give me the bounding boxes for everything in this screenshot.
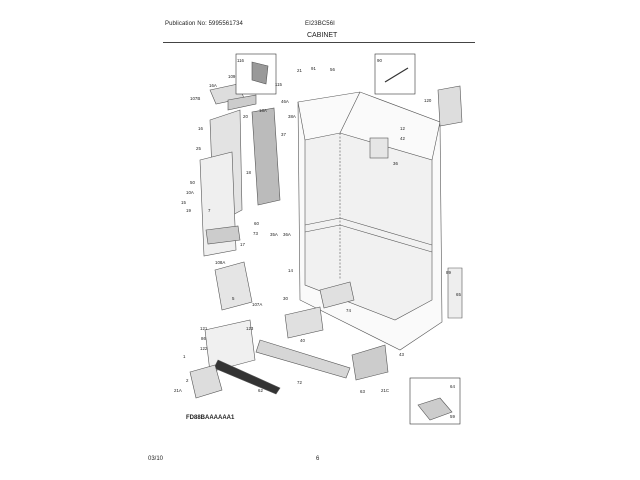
callout-36A: 36A	[283, 232, 291, 237]
section-title: CABINET	[307, 32, 338, 39]
callout-18A: 18A	[259, 108, 267, 113]
callout-46A: 46A	[281, 99, 289, 104]
side-panel	[447, 267, 463, 319]
callout-56: 56	[330, 67, 335, 72]
callout-12: 12	[400, 126, 405, 131]
callout-60: 60	[254, 221, 259, 226]
callout-38A: 38A	[288, 114, 296, 119]
callout-1: 1	[183, 354, 186, 359]
callout-59: 59	[450, 414, 455, 419]
callout-2: 2	[186, 378, 189, 383]
lower-housing	[214, 261, 253, 311]
front-grille	[204, 319, 256, 373]
callout-7: 7	[208, 208, 211, 213]
callout-21A: 21A	[174, 388, 182, 393]
callout-65: 65	[456, 292, 461, 297]
callout-43: 43	[399, 352, 404, 357]
callout-72: 72	[297, 380, 302, 385]
inset-detail-90	[374, 53, 416, 95]
callout-89: 89	[446, 270, 451, 275]
callout-74: 74	[346, 308, 351, 313]
callout-108A: 108A	[215, 260, 225, 265]
callout-120: 120	[424, 98, 432, 103]
callout-123: 123	[246, 326, 254, 331]
callout-121: 121	[200, 326, 208, 331]
callout-18: 18	[246, 170, 251, 175]
callout-36: 36	[393, 161, 398, 166]
callout-109: 109	[228, 74, 236, 79]
callout-107A: 107A	[252, 302, 262, 307]
callout-63: 63	[360, 389, 365, 394]
callout-16: 16	[198, 126, 203, 131]
callout-25: 25	[196, 146, 201, 151]
callout-35A: 35A	[270, 232, 278, 237]
callout-20: 20	[243, 114, 248, 119]
callout-64: 64	[450, 384, 455, 389]
publication-number: Publication No: 5995561734	[165, 21, 243, 27]
control-housing	[437, 85, 463, 127]
callout-16A: 16A	[209, 83, 217, 88]
callout-86: 86	[201, 336, 206, 341]
callout-30: 30	[283, 296, 288, 301]
callout-62: 62	[258, 388, 263, 393]
callout-91: 91	[311, 66, 316, 71]
callout-107B: 107B	[190, 96, 200, 101]
callout-116: 116	[237, 58, 245, 63]
callout-115: 115	[275, 82, 283, 87]
callout-15: 15	[181, 200, 186, 205]
callout-37: 37	[281, 132, 286, 137]
callout-50: 50	[190, 180, 195, 185]
roller-assembly	[351, 344, 389, 381]
callout-73: 73	[253, 231, 258, 236]
callout-40: 40	[300, 338, 305, 343]
callout-42: 42	[400, 136, 405, 141]
footer-date: 03/10	[148, 456, 164, 462]
callout-21: 21	[297, 68, 302, 73]
callout-17: 17	[240, 242, 245, 247]
callout-5: 5	[232, 296, 235, 301]
model-number: EI23BC56I	[305, 21, 335, 27]
toe-grille	[255, 339, 351, 379]
hinge-bracket	[369, 137, 389, 159]
callout-122: 122	[200, 346, 208, 351]
callout-10A: 10A	[186, 190, 194, 195]
callout-19: 19	[186, 208, 191, 213]
foam-insulation	[251, 107, 281, 206]
header-rule	[163, 42, 475, 43]
figure-id: FD88BAAAAAA1	[186, 415, 235, 421]
page-number: 6	[316, 456, 320, 462]
callout-21C: 21C	[381, 388, 389, 393]
callout-90: 90	[377, 58, 382, 63]
callout-14: 14	[288, 268, 293, 273]
